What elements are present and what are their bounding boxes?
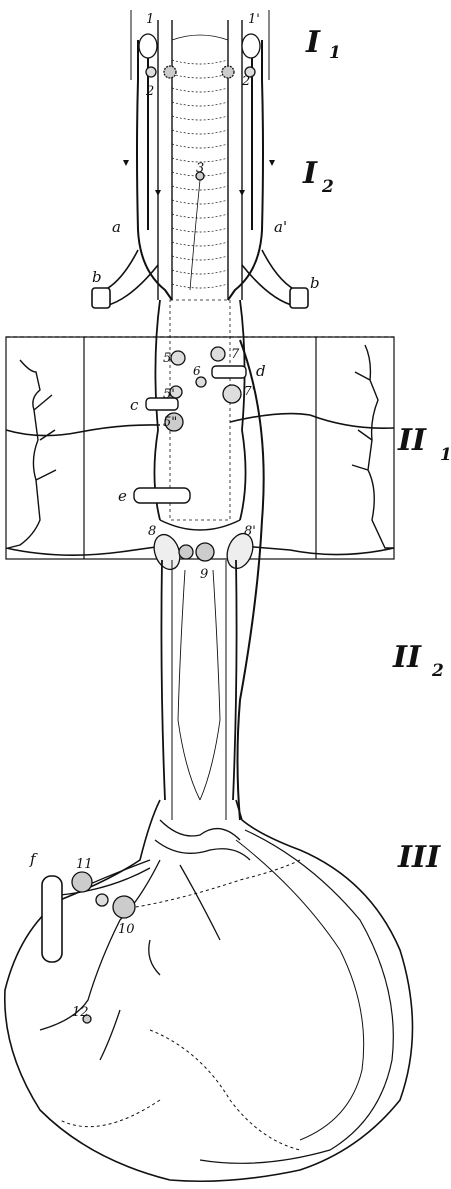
dotted-lymph-paths [60,860,300,1150]
label-5p: 5' [163,387,175,402]
tracheal-ring [172,74,228,78]
gastric-nodes [72,872,135,1023]
label-b-left: b [92,268,102,286]
tracheal-ring [172,284,228,288]
region-II2-main: II [392,640,422,675]
label-d: d [256,362,266,380]
label-5pp: 5" [163,415,177,430]
esophagus-lower [161,560,236,820]
label-6: 6 [193,364,201,378]
label-1: 1 [146,12,154,27]
label-9: 9 [200,567,208,582]
label-11: 11 [76,857,93,872]
label-a: a [112,218,121,236]
node-11 [72,872,92,892]
node-number-labels: 1 1' 2 2' 3 5 5' 5" 6 7 7' 8 8' 9 10 11 … [72,12,260,1020]
label-7p: 7' [244,384,255,398]
cardia-plexus [40,820,250,1060]
tracheal-ring [172,60,228,64]
region-II2-sub: 2 [431,661,444,681]
lymph-lines-horizontal [6,414,394,556]
label-8: 8 [148,524,156,539]
lung-vessels-right [352,345,394,548]
tracheal-ring [172,200,228,204]
tracheal-ring [172,130,228,134]
tracheal-ring [172,102,228,106]
region-I2-sub: 2 [321,177,334,197]
region-II1-main: II [397,423,427,458]
label-ap: a' [274,218,287,236]
label-2p: 2' [241,74,254,89]
node-5 [171,351,185,365]
node-1p [242,34,260,58]
tracheal-ring [172,242,228,246]
subclavian-branches [92,250,308,308]
tracheal-ring [172,228,228,232]
region-III-main: III [397,840,441,875]
label-b-right: b [310,274,320,292]
aorta-line [238,340,264,820]
tracheal-ring [172,116,228,120]
node-10 [113,896,135,918]
region-labels: I 1 I 2 II 1 II 2 III [302,25,451,875]
tracheal-ring [172,88,228,92]
node-7p [223,385,241,403]
mediastinal-nodes [150,347,258,573]
node-7 [211,347,225,361]
label-f: f [29,850,38,868]
node-9 [196,543,214,561]
tracheal-ring [172,256,228,260]
label-5: 5 [163,351,171,366]
region-I2-main: I [302,156,318,191]
stomach [5,800,413,1181]
label-7: 7 [231,347,240,362]
label-c: c [130,396,139,414]
tracheal-ring [172,270,228,274]
lung-vessels-left [8,360,56,548]
vessel-f [42,876,62,962]
region-II1-sub: 1 [440,445,451,465]
label-3: 3 [196,161,204,176]
tracheal-ring [172,214,228,218]
tracheal-ring [172,186,228,190]
label-12: 12 [72,1005,89,1020]
node-2 [146,67,156,77]
trachea-tube [158,20,242,300]
label-8p: 8' [244,524,256,539]
region-I1-main: I [305,25,321,60]
label-2: 2 [145,84,154,99]
node-1 [139,34,157,58]
tracheal-ring [172,144,228,148]
label-1p: 1' [248,12,260,27]
node-6 [196,377,206,387]
label-e: e [118,487,127,505]
region-I1-sub: 1 [329,43,341,63]
label-10: 10 [118,922,135,937]
